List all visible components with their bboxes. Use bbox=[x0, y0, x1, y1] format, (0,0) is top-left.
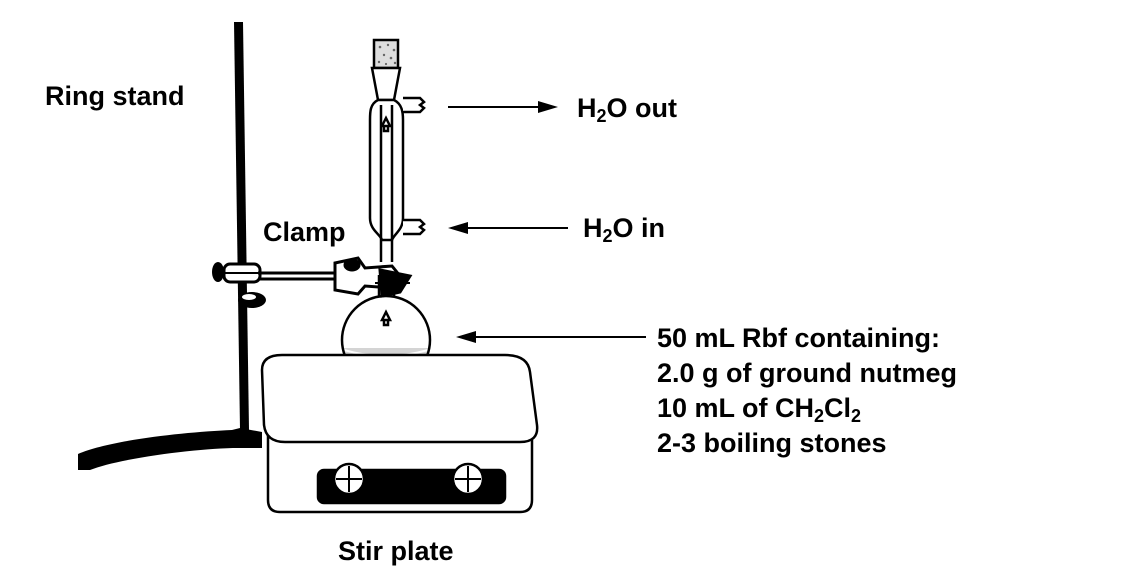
flask-contents-heading: 50 mL Rbf containing: bbox=[657, 323, 941, 353]
clamp-label: Clamp bbox=[263, 217, 346, 247]
solvent-subscript-2: 2 bbox=[851, 406, 862, 426]
clamp-thumbscrew-left bbox=[212, 262, 224, 282]
water-in-formula: H bbox=[583, 213, 603, 243]
solvent-text-b: Cl bbox=[824, 393, 852, 423]
arrow-water-out bbox=[448, 101, 558, 113]
flask-contents-line-nutmeg: 2.0 g of ground nutmeg bbox=[657, 358, 957, 388]
stir-plate bbox=[260, 353, 539, 514]
water-out-label: H2O out bbox=[577, 92, 677, 126]
arrows bbox=[448, 101, 646, 343]
flask-contents-line-solvent: 10 mL of CH2Cl2 bbox=[657, 391, 957, 426]
stir-plate-top bbox=[260, 353, 539, 444]
solvent-text-a: 10 mL of CH bbox=[657, 393, 815, 423]
solvent-subscript-1: 2 bbox=[814, 406, 825, 426]
ring-stand-rod bbox=[234, 22, 249, 430]
condenser-inlet-nozzle bbox=[403, 218, 426, 236]
ring-stand-label: Ring stand bbox=[45, 81, 185, 111]
condenser-neck bbox=[370, 66, 402, 102]
water-out-text: O out bbox=[606, 93, 677, 123]
clamp-assembly bbox=[212, 256, 413, 308]
ring-stand bbox=[78, 22, 262, 470]
condenser-outlet-nozzle bbox=[403, 96, 426, 114]
flask-contents-label: 50 mL Rbf containing: 2.0 g of ground nu… bbox=[657, 321, 957, 461]
reflux-condenser bbox=[368, 38, 426, 262]
flask-contents-line-stones: 2-3 boiling stones bbox=[657, 428, 887, 458]
water-out-formula: H bbox=[577, 93, 597, 123]
stir-plate-label: Stir plate bbox=[338, 536, 454, 566]
water-in-text: O in bbox=[612, 213, 666, 243]
arrow-water-in bbox=[448, 222, 568, 234]
water-out-subscript: 2 bbox=[596, 106, 607, 126]
water-in-label: H2O in bbox=[583, 212, 666, 246]
arrow-flask-contents bbox=[456, 331, 646, 343]
ring-stand-base bbox=[78, 428, 262, 470]
water-in-subscript: 2 bbox=[602, 226, 613, 246]
